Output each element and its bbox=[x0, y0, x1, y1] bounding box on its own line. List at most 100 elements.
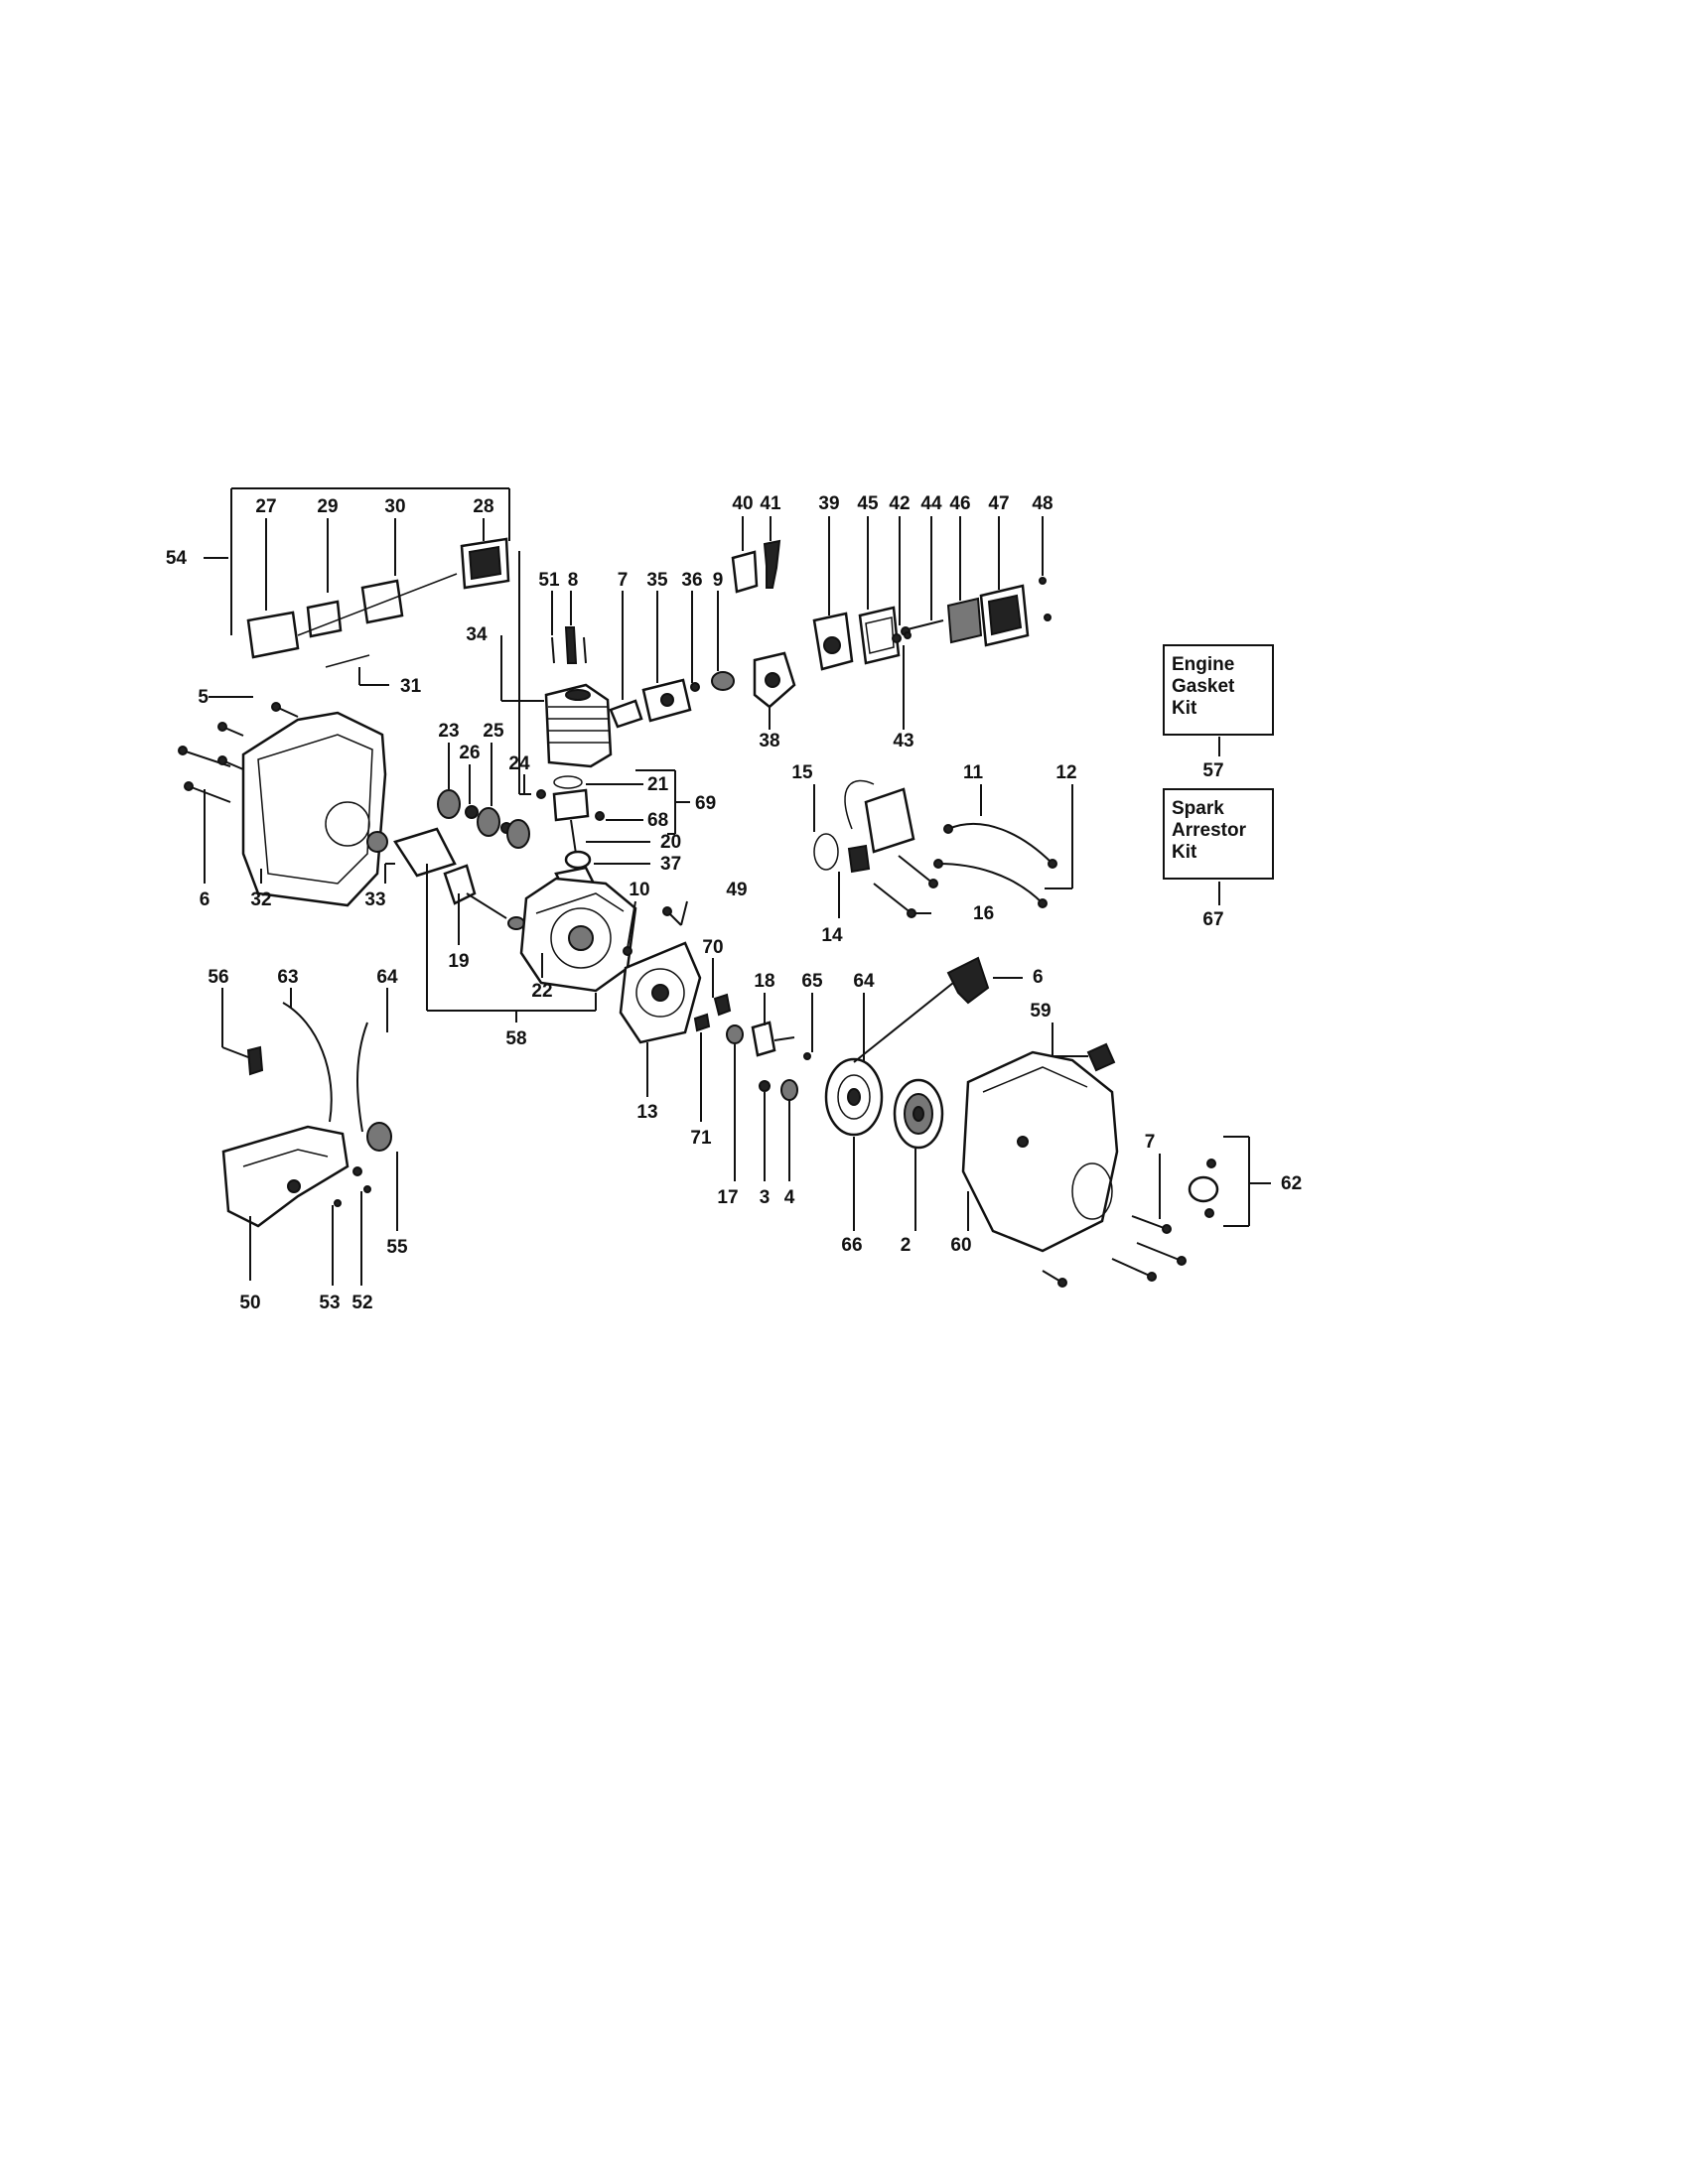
callout-56: 56 bbox=[208, 967, 228, 988]
kit-line-kit: Kit bbox=[1172, 842, 1197, 863]
air-filter-cover-part bbox=[246, 537, 510, 668]
callout-10: 10 bbox=[629, 880, 649, 900]
callout-42: 42 bbox=[889, 493, 910, 514]
callout-3: 4 bbox=[784, 1187, 795, 1208]
spark-plug-part bbox=[551, 626, 587, 664]
callout-49: 49 bbox=[726, 880, 747, 900]
choke-parts bbox=[731, 539, 781, 594]
callout-22: 22 bbox=[531, 981, 552, 1002]
starter-pawl-part bbox=[1086, 1042, 1116, 1072]
cylinder-part bbox=[544, 683, 613, 768]
callout-9: 9 bbox=[713, 570, 724, 591]
recoil-spring-part bbox=[893, 1078, 944, 1150]
crankcase-part bbox=[519, 877, 637, 993]
ignition-wires-part bbox=[933, 822, 1057, 908]
kit-line-kit: Kit bbox=[1172, 698, 1197, 719]
callout-71: 71 bbox=[690, 1128, 712, 1149]
callout-44: 44 bbox=[920, 493, 942, 514]
part-drawings bbox=[178, 537, 1219, 1288]
callout-7: 7 bbox=[618, 570, 629, 591]
callout-29: 29 bbox=[317, 496, 338, 517]
gasket-part bbox=[393, 827, 457, 878]
fuel-line-parts bbox=[246, 1002, 392, 1207]
callout-19: 19 bbox=[448, 951, 469, 972]
callout-24: 24 bbox=[508, 753, 530, 774]
callout-67: 67 bbox=[1202, 909, 1223, 930]
callout-51: 51 bbox=[538, 570, 560, 591]
callout-13: 13 bbox=[636, 1102, 657, 1123]
callout-65: 65 bbox=[801, 971, 823, 992]
callout-5: 6 bbox=[1033, 967, 1044, 988]
fuel-tank-part bbox=[221, 1125, 350, 1228]
callout-39: 39 bbox=[818, 493, 839, 514]
callout-40: 40 bbox=[732, 493, 753, 514]
callout-26: 26 bbox=[459, 743, 480, 763]
kit-line-arrestor: Arrestor bbox=[1172, 820, 1247, 841]
ignition-module-part bbox=[813, 779, 938, 918]
housing-screws bbox=[623, 906, 682, 956]
callout-43: 43 bbox=[893, 731, 913, 751]
callout-2: 3 bbox=[760, 1187, 771, 1208]
piston-parts bbox=[536, 775, 605, 891]
callout-41: 41 bbox=[760, 493, 781, 514]
callout-60: 60 bbox=[950, 1235, 971, 1256]
callout-25: 25 bbox=[483, 721, 504, 742]
callout-4: 5 bbox=[198, 687, 209, 708]
callout-16: 16 bbox=[973, 903, 994, 924]
callout-47: 47 bbox=[988, 493, 1009, 514]
callout-14: 14 bbox=[821, 925, 843, 946]
callout-50: 50 bbox=[239, 1293, 260, 1313]
starter-housing-screws bbox=[1042, 1215, 1187, 1288]
callout-28: 28 bbox=[473, 496, 493, 517]
callout-11: 11 bbox=[963, 762, 984, 783]
callout-33: 33 bbox=[364, 889, 385, 910]
callout-31: 31 bbox=[400, 676, 422, 697]
small-hardware-parts bbox=[693, 993, 811, 1101]
spark-arrestor-parts bbox=[1188, 1159, 1219, 1218]
callout-46: 46 bbox=[949, 493, 970, 514]
callout-54: 54 bbox=[166, 548, 188, 569]
air-filter-parts bbox=[812, 577, 1052, 671]
callout-70: 70 bbox=[702, 937, 723, 958]
callout-63: 64 bbox=[376, 967, 398, 988]
crankshaft-part bbox=[443, 864, 525, 930]
engine-shroud-part bbox=[241, 711, 388, 907]
leader-lines bbox=[204, 487, 1271, 1286]
kit-line-spark: Spark bbox=[1172, 798, 1224, 819]
starter-housing-part bbox=[961, 1050, 1119, 1253]
spark-arrestor-kit-box: Spark Arrestor Kit 67 bbox=[1163, 788, 1274, 930]
callout-45: 45 bbox=[857, 493, 879, 514]
callout-23: 23 bbox=[438, 721, 459, 742]
callout-8: 8 bbox=[568, 570, 579, 591]
callout-52: 52 bbox=[351, 1293, 372, 1313]
callout-57: 57 bbox=[1202, 760, 1223, 781]
engine-gasket-kit-box: Engine Gasket Kit 57 bbox=[1163, 644, 1274, 781]
callout-20: 20 bbox=[660, 832, 681, 853]
callout-1: 2 bbox=[901, 1235, 912, 1256]
callout-37: 37 bbox=[660, 854, 681, 875]
callout-6-right: 7 bbox=[1145, 1132, 1156, 1153]
callout-69: 69 bbox=[695, 793, 716, 814]
callout-66: 66 bbox=[841, 1235, 862, 1256]
carburetor-assembly-part bbox=[609, 651, 796, 729]
callout-21: 21 bbox=[647, 774, 669, 795]
callout-36: 36 bbox=[681, 570, 702, 591]
callout-64: 64 bbox=[853, 971, 875, 992]
callout-59: 59 bbox=[1030, 1001, 1051, 1022]
callout-68: 68 bbox=[647, 810, 668, 831]
callout-61: 62 bbox=[1281, 1173, 1302, 1194]
callout-30: 30 bbox=[384, 496, 405, 517]
callout-62: 63 bbox=[277, 967, 298, 988]
callout-32: 32 bbox=[250, 889, 271, 910]
callout-27: 27 bbox=[255, 496, 276, 517]
callout-53: 53 bbox=[319, 1293, 340, 1313]
kit-line-engine: Engine bbox=[1172, 654, 1234, 675]
crank-housing-part bbox=[619, 941, 702, 1044]
callout-58: 58 bbox=[505, 1028, 526, 1049]
callout-15: 15 bbox=[791, 762, 813, 783]
callout-55: 55 bbox=[386, 1237, 408, 1258]
callout-12: 12 bbox=[1055, 762, 1076, 783]
callout-34: 34 bbox=[466, 624, 488, 645]
callout-17: 17 bbox=[717, 1187, 738, 1208]
